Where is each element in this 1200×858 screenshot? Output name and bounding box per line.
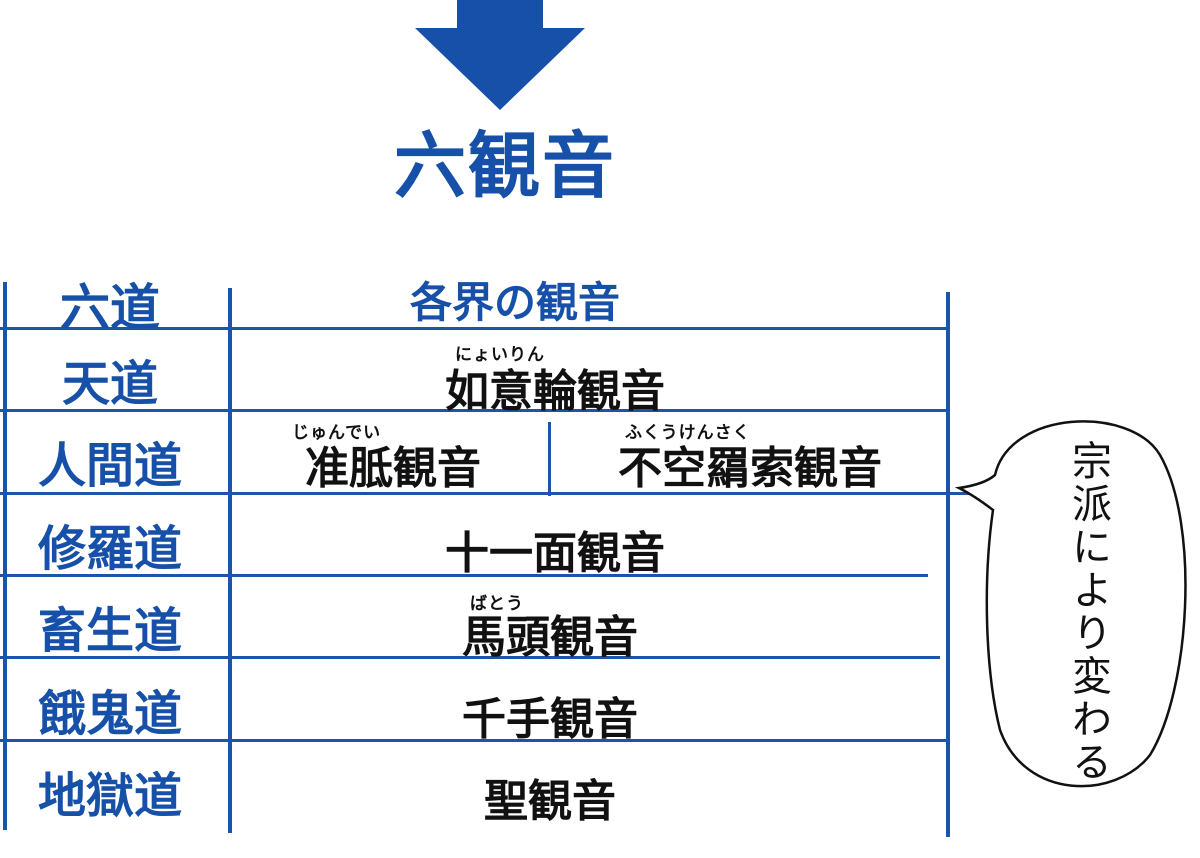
reading-ruby: じゅんでい [292, 423, 382, 443]
grid-line-divider [228, 288, 232, 833]
speech-bubble [955, 420, 1187, 788]
grid-line-h2 [0, 409, 950, 412]
realm-label: 畜生道 [37, 603, 182, 659]
grid-line-h4 [0, 574, 928, 577]
kannon-name: 十一面観音 [445, 528, 665, 579]
realm-label: 修羅道 [37, 521, 182, 577]
grid-line-h6 [0, 739, 950, 742]
realm-label: 人間道 [37, 438, 182, 494]
realm-label: 天道 [61, 356, 158, 412]
realm-label: 餓鬼道 [37, 686, 182, 742]
grid-line-left [3, 282, 7, 830]
realm-label: 地獄道 [37, 768, 182, 824]
header-realm: 六道 [60, 279, 160, 337]
grid-line-h1 [0, 327, 950, 330]
reading-ruby: ふくうけんさく [625, 423, 751, 443]
kannon-name: 千手観音 [462, 694, 638, 745]
kannon-name: 聖観音 [484, 776, 616, 827]
grid-line-h3 [0, 492, 975, 495]
grid-line-h5 [0, 656, 940, 659]
grid-line-right [946, 292, 950, 837]
reading-ruby: にょいりん [455, 345, 545, 365]
page-title: 六観音 [393, 124, 616, 208]
kannon-name: 不空羂索観音 [618, 443, 882, 494]
kannon-name: 准胝観音 [305, 443, 481, 494]
kannon-name: 馬頭観音 [462, 612, 638, 663]
speech-bubble-text: 宗派により変わる [1065, 440, 1111, 784]
kannon-name: 如意輪観音 [445, 366, 665, 417]
reading-ruby: ばとう [470, 594, 524, 614]
grid-line-split [548, 422, 551, 496]
header-kannon: 各界の観音 [409, 278, 620, 327]
arrow-down-icon [415, 0, 585, 110]
